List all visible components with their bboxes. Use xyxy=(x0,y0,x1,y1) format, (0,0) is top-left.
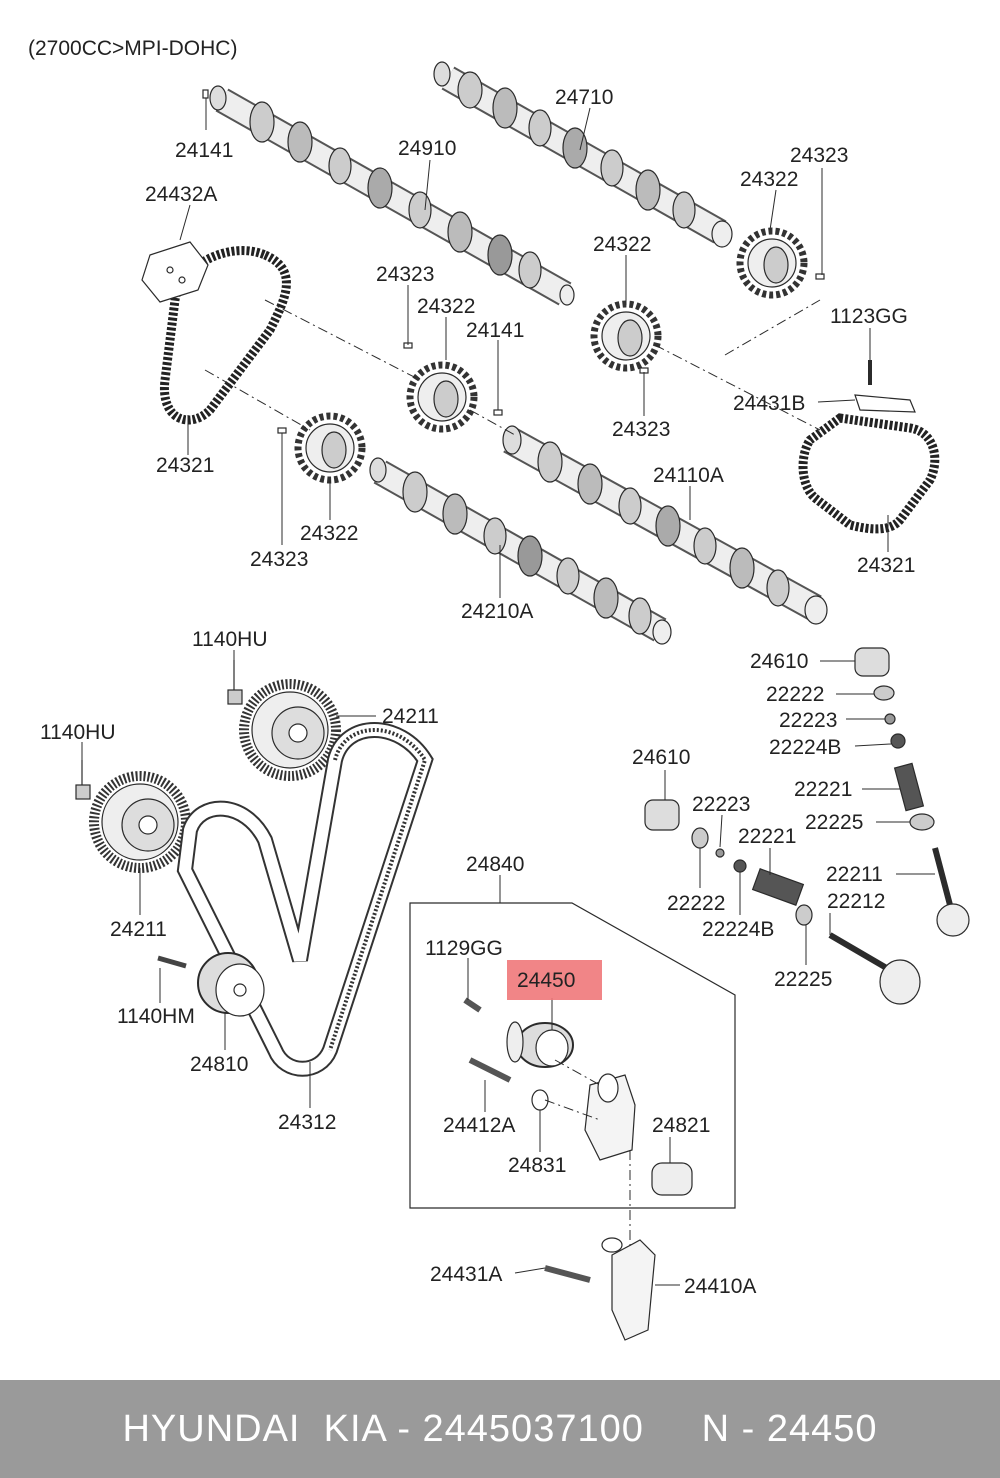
label-22221-right: 22221 xyxy=(794,778,852,801)
camshaft-24110A xyxy=(502,425,828,625)
kit-box-24840 xyxy=(409,902,736,1209)
leader-lines xyxy=(81,98,935,1286)
label-24323-center: 24323 xyxy=(376,263,434,286)
label-24821: 24821 xyxy=(652,1114,710,1137)
label-layer: (2700CC>MPI-DOHC) 24141 24910 24710 2432… xyxy=(28,37,915,1298)
label-22223-left: 22223 xyxy=(692,793,750,816)
label-24321-left: 24321 xyxy=(156,454,214,477)
label-1140HM: 1140HM xyxy=(117,1005,195,1028)
label-24840: 24840 xyxy=(466,853,524,876)
label-24110A: 24110A xyxy=(653,464,724,487)
label-24323-upper-right: 24323 xyxy=(790,144,848,167)
label-1140HU-lower: 1140HU xyxy=(40,721,116,744)
label-24810: 24810 xyxy=(190,1053,248,1076)
camshaft-24710 xyxy=(433,61,733,248)
label-24322-left: 24322 xyxy=(300,522,358,545)
label-24141-upper: 24141 xyxy=(175,139,233,162)
chain-24321-left xyxy=(159,246,291,425)
diagram-title: (2700CC>MPI-DOHC) xyxy=(28,37,237,60)
label-1123GG: 1123GG xyxy=(830,305,908,328)
label-24211-upper: 24211 xyxy=(382,705,439,728)
chain-tensioner-24431B xyxy=(854,360,916,413)
label-24431B: 24431B xyxy=(733,392,805,415)
label-24322-center: 24322 xyxy=(417,295,475,318)
sprocket-24322-left xyxy=(294,412,366,484)
label-24322-mid-right: 24322 xyxy=(593,233,651,256)
sprocket-24322-right xyxy=(736,227,808,299)
cam-pulley-24211-upper xyxy=(239,679,341,781)
label-24432A: 24432A xyxy=(145,183,217,206)
parts-diagram: (2700CC>MPI-DOHC) 24141 24910 24710 2432… xyxy=(28,37,970,1341)
label-22224B-right: 22224B xyxy=(769,736,841,759)
label-22221-left: 22221 xyxy=(738,825,796,848)
tensioner-arm xyxy=(584,1073,636,1161)
label-22223-right: 22223 xyxy=(779,709,837,732)
label-24410A: 24410A xyxy=(684,1275,756,1298)
sprocket-24322-mid-right xyxy=(590,300,662,372)
label-22224B-left: 22224B xyxy=(702,918,774,941)
label-1140HU-upper: 1140HU xyxy=(192,628,268,651)
footer-part-info: HYUNDAI KIA - 2445037100 N - 24450 xyxy=(122,1408,878,1450)
idler-pulley-24810 xyxy=(197,952,265,1017)
label-24210A: 24210A xyxy=(461,600,533,623)
highlight-box-24450 xyxy=(507,960,602,1000)
label-24610-left: 24610 xyxy=(632,746,690,769)
cam-pulley-24211-lower xyxy=(89,771,191,873)
valve-train-parts xyxy=(644,647,970,1005)
tensioner-axis-lines xyxy=(544,1059,631,1250)
alignment-lines xyxy=(204,299,821,436)
label-24321-right: 24321 xyxy=(857,554,915,577)
timing-belt-24312 xyxy=(176,722,434,1077)
label-24211-lower: 24211 xyxy=(110,918,167,941)
chain-guide-24432A xyxy=(141,241,209,303)
label-22222-left: 22222 xyxy=(667,892,725,915)
label-24450: 24450 xyxy=(517,969,575,992)
tensioner-24410A xyxy=(544,1237,656,1341)
label-22225-left: 22225 xyxy=(774,968,832,991)
label-24610-right: 24610 xyxy=(750,650,808,673)
label-24312: 24312 xyxy=(278,1111,336,1134)
label-24412A: 24412A xyxy=(443,1114,515,1137)
label-24323-left: 24323 xyxy=(250,548,308,571)
tensioner-bolts xyxy=(463,997,693,1196)
part-number-footer: HYUNDAI KIA - 2445037100 N - 24450 xyxy=(0,1380,1000,1478)
label-24710: 24710 xyxy=(555,86,613,109)
camshaft-24910 xyxy=(209,85,575,306)
camshaft-24210A xyxy=(369,457,672,645)
tensioner-pulley-24450 xyxy=(506,1021,574,1068)
label-22211: 22211 xyxy=(826,863,883,886)
label-22212: 22212 xyxy=(827,890,885,913)
label-1129GG: 1129GG xyxy=(425,937,503,960)
label-24831: 24831 xyxy=(508,1154,566,1177)
label-24323-mid-right: 24323 xyxy=(612,418,670,441)
label-24141-center: 24141 xyxy=(466,319,524,342)
sprocket-24322-center xyxy=(406,361,478,433)
bolts-1140 xyxy=(75,660,243,969)
label-24322-upper-right: 24322 xyxy=(740,168,798,191)
exploded-view-drawing: (2700CC>MPI-DOHC) 24141 24910 24710 2432… xyxy=(28,37,970,1341)
chain-24321-right xyxy=(798,413,940,534)
label-24431A: 24431A xyxy=(430,1263,502,1286)
label-22222-right: 22222 xyxy=(766,683,824,706)
label-24910: 24910 xyxy=(398,137,456,160)
label-22225-right: 22225 xyxy=(805,811,863,834)
